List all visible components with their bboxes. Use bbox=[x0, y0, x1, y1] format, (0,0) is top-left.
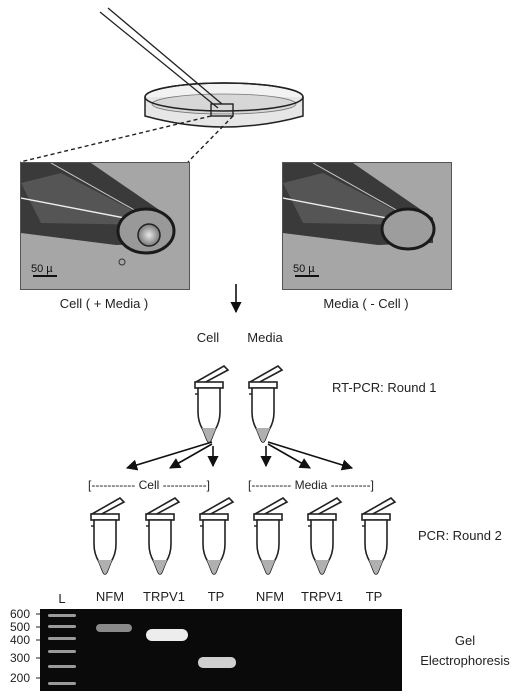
round2-step-label: PCR: Round 2 bbox=[418, 528, 502, 543]
tube-media-round1 bbox=[248, 365, 283, 443]
ladder-band bbox=[48, 682, 76, 685]
zoom-line-left bbox=[19, 115, 212, 163]
ladder-band bbox=[48, 637, 76, 640]
ladder-tick: 400 bbox=[10, 633, 31, 647]
gel-lane-label: TRPV1 bbox=[143, 589, 185, 604]
gel-title-line2: Electrophoresis bbox=[420, 653, 510, 668]
tube-cell-round1 bbox=[194, 365, 229, 443]
ladder-band bbox=[48, 625, 76, 628]
petri-dish bbox=[144, 82, 304, 128]
gel-lane-label: NFM bbox=[255, 589, 285, 604]
tube-media-nfm bbox=[253, 497, 288, 575]
pipette bbox=[99, 7, 223, 109]
round1-cell-label: Cell bbox=[196, 330, 220, 345]
gel-lane-label: TP bbox=[365, 589, 383, 604]
ladder-tick: 300 bbox=[10, 651, 31, 665]
tube-cell-nfm bbox=[90, 497, 125, 575]
round2-media-group: [---------- Media ----------] bbox=[248, 478, 374, 492]
zoom-box bbox=[210, 103, 234, 117]
scale-label-left: 50 µ bbox=[31, 263, 53, 275]
micrograph-media: 50 µ bbox=[282, 162, 452, 290]
gel-image bbox=[36, 609, 402, 691]
tube-media-tp bbox=[361, 497, 396, 575]
caption-cell-media: Cell ( + Media ) bbox=[59, 296, 149, 311]
scale-label-right: 50 µ bbox=[293, 263, 315, 275]
tube-cell-trpv1 bbox=[145, 497, 180, 575]
gel-lane-label: TRPV1 bbox=[301, 589, 343, 604]
gel-lane-label: TP bbox=[207, 589, 225, 604]
band-cell-nfm bbox=[96, 624, 132, 632]
zoom-line-right bbox=[187, 115, 234, 163]
ladder-tick: 200 bbox=[10, 671, 31, 685]
split-arrows bbox=[125, 441, 354, 471]
gel-ladder-label: L bbox=[58, 591, 66, 606]
band-cell-tp bbox=[198, 657, 236, 668]
round1-media-label: Media bbox=[247, 330, 283, 345]
tube-cell-tp bbox=[199, 497, 234, 575]
caption-media-cell: Media ( - Cell ) bbox=[323, 296, 409, 311]
ladder-band bbox=[48, 665, 76, 668]
ladder-band bbox=[48, 614, 76, 617]
gel-title-line1: Gel bbox=[454, 633, 476, 648]
band-cell-trpv1 bbox=[146, 629, 188, 641]
ladder-tick: 500 bbox=[10, 620, 31, 634]
gel-lane-label: NFM bbox=[95, 589, 125, 604]
ladder-band bbox=[48, 650, 76, 653]
scale-bar-right bbox=[295, 275, 319, 277]
micrograph-media-image bbox=[283, 163, 451, 289]
round1-step-label: RT-PCR: Round 1 bbox=[332, 380, 437, 395]
ladder-tick: 600 bbox=[10, 607, 31, 621]
scale-bar-left bbox=[33, 275, 57, 277]
tube-media-trpv1 bbox=[307, 497, 342, 575]
micrograph-cell-image bbox=[21, 163, 189, 289]
micrograph-cell: 50 µ bbox=[20, 162, 190, 290]
round2-cell-group: [----------- Cell -----------] bbox=[88, 478, 210, 492]
